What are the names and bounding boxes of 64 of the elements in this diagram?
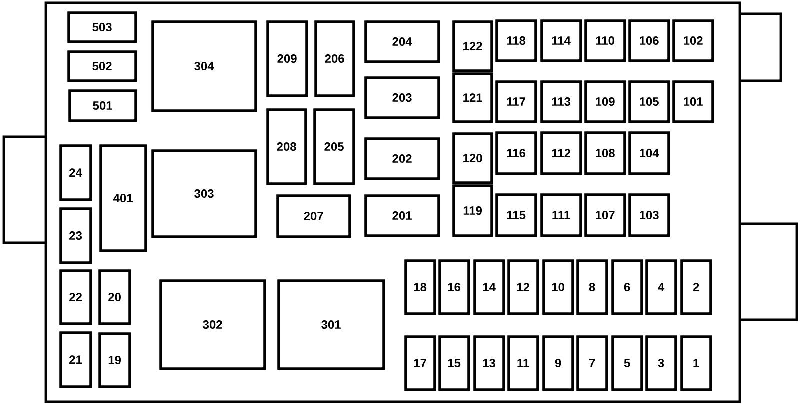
- fuse-box: 121: [452, 72, 493, 123]
- fuse-box: 13: [474, 336, 505, 391]
- fuse-box: 209: [266, 20, 308, 97]
- fuse-box: 24: [60, 144, 92, 201]
- fuse-box: 5: [612, 336, 643, 391]
- fuse-box: 117: [496, 80, 537, 123]
- fuse-box: 113: [540, 80, 582, 123]
- fuse-box: 118: [496, 20, 537, 62]
- fuse-box: 122: [452, 20, 493, 72]
- fuse-box: 14: [474, 260, 505, 315]
- relay-box: 303: [152, 150, 257, 238]
- fuse-box: 208: [266, 108, 307, 185]
- fuse-box: 107: [584, 194, 626, 237]
- fuse-box: 7: [576, 336, 608, 391]
- fuse-box: 12: [508, 260, 539, 315]
- fuse-box: 111: [540, 194, 582, 237]
- fuse-box: 205: [314, 108, 355, 185]
- fuse-box: 101: [672, 80, 714, 123]
- fuse-box: 201: [364, 194, 440, 237]
- fuse-box: 109: [584, 80, 626, 123]
- fuse-box: 9: [542, 336, 574, 391]
- fuse-box: 104: [628, 132, 670, 175]
- fuse-box: 18: [404, 260, 436, 315]
- fuse-box: 11: [508, 336, 539, 391]
- fuse-box: 202: [364, 138, 440, 180]
- fuse-box: 17: [404, 336, 436, 391]
- fuse-box: 10: [542, 260, 574, 315]
- fuse-box: 119: [452, 184, 493, 237]
- fuse-box: 503: [68, 12, 137, 43]
- fuse-box: 2: [680, 260, 712, 315]
- fuse-box: 106: [628, 20, 670, 62]
- fuse-box: 22: [60, 270, 92, 325]
- relay-box: 302: [160, 280, 266, 370]
- fuse-box: 16: [438, 260, 470, 315]
- fuse-box: 401: [100, 144, 147, 252]
- fuse-box: 20: [98, 270, 131, 325]
- fuse-box: 207: [276, 194, 351, 238]
- relay-box: 304: [152, 20, 257, 112]
- fuse-box: 23: [60, 208, 92, 264]
- fuse-box: 115: [496, 194, 537, 237]
- fuse-box: 8: [576, 260, 608, 315]
- fuse-box: 19: [98, 332, 131, 388]
- fuse-box: 206: [314, 20, 355, 97]
- fuse-box: 103: [628, 194, 670, 237]
- fuse-box: 110: [584, 20, 626, 62]
- fuse-box: 108: [584, 132, 626, 175]
- fuse-box: 102: [672, 20, 714, 62]
- fuse-panel-housing: [44, 2, 742, 404]
- fuse-box: 6: [612, 260, 643, 315]
- fuse-box: 116: [496, 132, 537, 175]
- fuse-box: 203: [364, 76, 440, 119]
- fuse-box: 501: [68, 90, 137, 122]
- fuse-box: 1: [680, 336, 712, 391]
- fuse-box: 114: [540, 20, 582, 62]
- relay-box: 301: [278, 280, 385, 370]
- fuse-box: 112: [540, 132, 582, 175]
- fuse-box: 502: [68, 50, 137, 82]
- fuse-box: 4: [646, 260, 677, 315]
- fuse-box: 15: [438, 336, 470, 391]
- fuse-box: 3: [646, 336, 677, 391]
- fuse-box: 204: [364, 20, 440, 63]
- fuse-box: 105: [628, 80, 670, 123]
- fuse-box: 120: [452, 132, 493, 184]
- fuse-box: 21: [60, 332, 92, 388]
